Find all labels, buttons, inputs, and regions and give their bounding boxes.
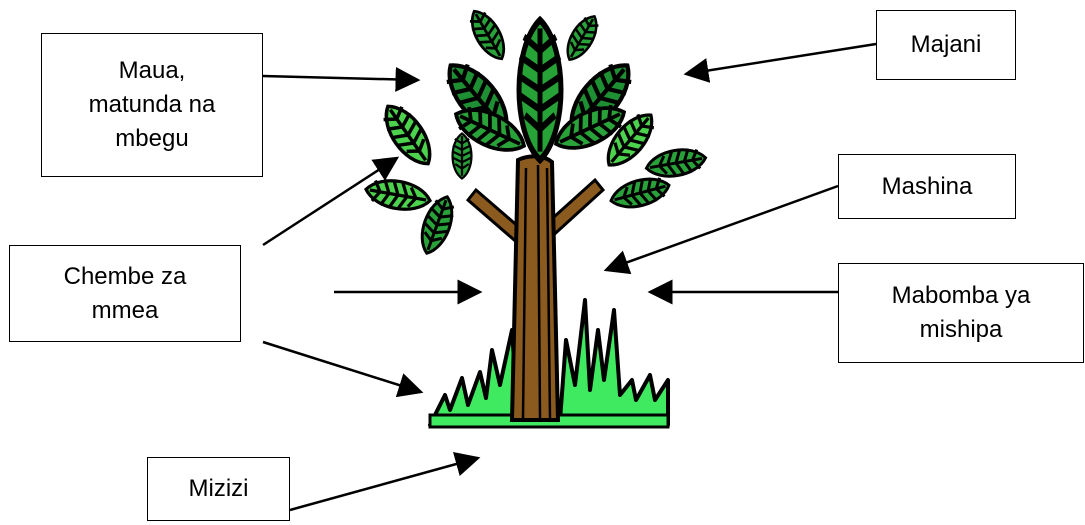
tree-trunk: [512, 156, 558, 420]
left-branch: [468, 190, 520, 245]
label-chembe-line1: Chembe za: [64, 260, 187, 294]
label-mashina-text: Mashina: [882, 170, 973, 204]
label-chembe: Chembe za mmea: [9, 245, 241, 342]
label-mashina: Mashina: [838, 154, 1016, 219]
label-maua: Maua, matunda na mbegu: [41, 33, 263, 177]
arrows: [263, 44, 876, 510]
arrow-maua: [263, 76, 418, 80]
arrow-chembe-down: [263, 342, 421, 392]
label-maua-line3: mbegu: [89, 122, 216, 156]
label-majani: Majani: [876, 10, 1016, 80]
label-majani-text: Majani: [911, 28, 982, 62]
arrow-mizizi: [290, 458, 478, 510]
label-chembe-line2: mmea: [64, 294, 187, 328]
label-mabomba: Mabomba ya mishipa: [838, 263, 1084, 363]
label-mizizi: Mizizi: [147, 457, 290, 521]
arrow-majani: [686, 44, 876, 74]
label-maua-line1: Maua,: [89, 54, 216, 88]
label-maua-line2: matunda na: [89, 88, 216, 122]
label-mabomba-line1: Mabomba ya: [892, 279, 1031, 313]
label-mabomba-line2: mishipa: [892, 313, 1031, 347]
label-mizizi-text: Mizizi: [189, 472, 249, 506]
